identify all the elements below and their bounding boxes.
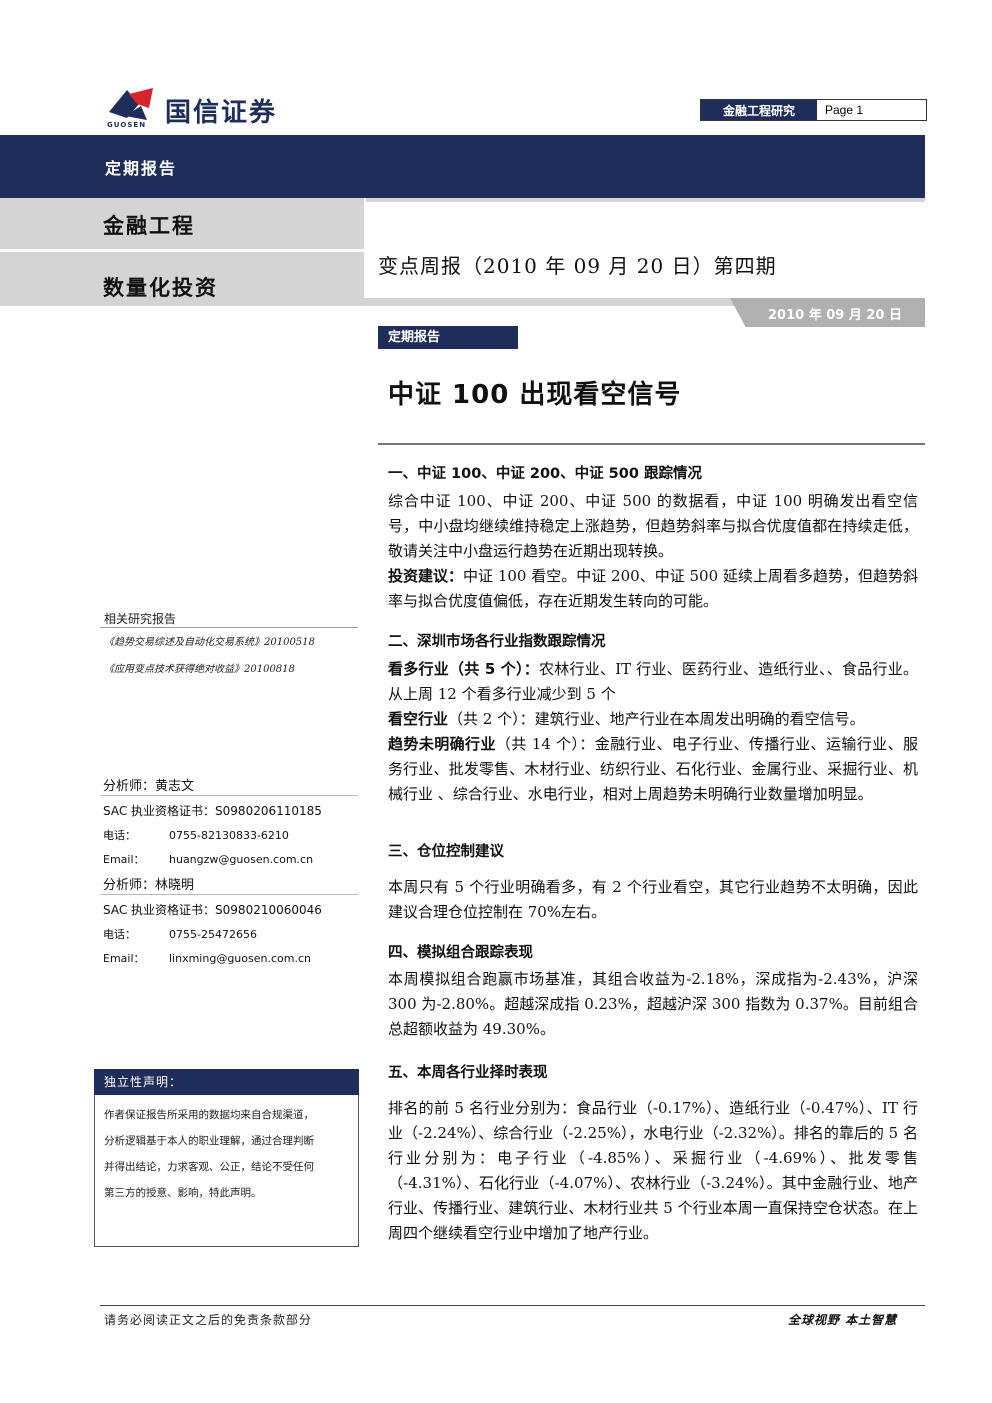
phone-label: 电话：	[103, 829, 136, 842]
bear-count: （共 2 个）：	[448, 710, 535, 728]
analyst-2-phone-row: 电话： 0755-25472656	[103, 926, 257, 942]
category-panel-primary	[0, 198, 364, 249]
phone-number: 0755-25472656	[169, 928, 257, 941]
report-date: 2010 年 09 月 20 日	[768, 308, 902, 323]
bull-text: 农林行业、IT 行业、医药行业、造纸行业、、食品行业。从上周 12 个看多行业减…	[388, 660, 918, 703]
related-reports-divider	[100, 627, 358, 628]
date-band	[0, 298, 925, 306]
declaration-body: 作者保证报告所采用的数据均来自合规渠道， 分析逻辑基于本人的职业理解，通过合理判…	[104, 1102, 354, 1206]
analyst-1-sac-row: SAC 执业资格证书：S0980206110185	[103, 802, 322, 819]
email-link[interactable]: huangzw@guosen.com.cn	[169, 853, 314, 866]
advice-text: 中证 100 看空。中证 200、中证 500 延续上周看多趋势，但趋势斜率与拟…	[388, 567, 918, 610]
section-2-bear: 看空行业（共 2 个）：建筑行业、地产行业在本周发出明确的看空信号。	[388, 707, 918, 732]
analyst-role: 分析师：	[103, 878, 156, 893]
footer-disclaimer: 请务必阅读正文之后的免责条款部分	[104, 1313, 313, 1327]
analyst-1-phone-row: 电话： 0755-82130833-6210	[103, 827, 289, 843]
bull-count: （共 5 个）：	[448, 660, 540, 678]
advice-label: 投资建议：	[388, 567, 464, 585]
section-2-unclear: 趋势未明确行业（共 14 个）：金融行业、电子行业、传播行业、运输行业、服务行业…	[388, 732, 918, 807]
unclear-count: （共 14 个）：	[495, 735, 595, 753]
sac-number: S0980210060046	[215, 903, 322, 917]
footer-divider	[100, 1305, 925, 1306]
date-tab	[730, 298, 925, 327]
header-box: 金融工程研究 Page 1	[700, 99, 927, 121]
declaration-title: 独立性声明：	[94, 1069, 359, 1095]
email-label: Email：	[103, 853, 145, 866]
email-label: Email：	[103, 952, 145, 965]
category-primary: 金融工程	[103, 214, 195, 238]
report-type-banner	[0, 135, 925, 198]
analyst-divider	[100, 795, 358, 796]
analyst-2-name-row: 分析师：林晓明	[103, 874, 194, 893]
panel-divider	[0, 250, 364, 252]
sac-label: SAC 执业资格证书：	[103, 903, 216, 917]
bear-text: 建筑行业、地产行业在本周发出明确的看空信号。	[534, 710, 865, 728]
phone-label: 电话：	[103, 928, 136, 941]
related-report-item: 《趋势交易综述及自动化交易系统》20100518	[104, 637, 315, 648]
department-label: 金融工程研究	[701, 100, 817, 120]
analyst-2-sac-row: SAC 执业资格证书：S0980210060046	[103, 901, 322, 918]
email-link[interactable]: linxming@guosen.com.cn	[169, 952, 311, 965]
unclear-text: 金融行业、电子行业、传播行业、运输行业、服务行业、批发零售、木材行业、纺织行业、…	[388, 735, 918, 803]
banner-label: 定期报告	[105, 159, 178, 178]
sac-number: S0980206110185	[215, 804, 322, 818]
analyst-1-name-row: 分析师：黄志文	[103, 775, 194, 794]
category-panel-secondary	[0, 252, 364, 298]
section-2-title: 二、深圳市场各行业指数跟踪情况	[388, 634, 606, 650]
section-5-title: 五、本周各行业择时表现	[388, 1065, 548, 1081]
declaration-line: 分析逻辑基于本人的职业理解，通过合理判断	[104, 1135, 314, 1147]
bull-label: 看多行业	[388, 660, 449, 678]
analyst-name: 林晓明	[155, 878, 195, 893]
section-1-title: 一、中证 100、中证 200、中证 500 跟踪情况	[388, 466, 702, 482]
phone-number: 0755-82130833-6210	[169, 829, 289, 842]
analyst-2-email-row: Email： linxming@guosen.com.cn	[103, 950, 311, 966]
analyst-role: 分析师：	[103, 779, 156, 794]
section-tag: 定期报告	[378, 326, 518, 349]
section-3-title: 三、仓位控制建议	[388, 844, 504, 860]
section-4-title: 四、模拟组合跟踪表现	[388, 945, 533, 961]
section-2-bull: 看多行业（共 5 个）：农林行业、IT 行业、医药行业、造纸行业、、食品行业。从…	[388, 657, 918, 707]
bear-label: 看空行业	[388, 710, 449, 728]
declaration-line: 并得出结论，力求客观、公正，结论不受任何	[104, 1161, 314, 1173]
sac-label: SAC 执业资格证书：	[103, 804, 216, 818]
logo-sub: GUOSEN	[107, 121, 147, 129]
analyst-divider	[100, 894, 358, 895]
section-1-paragraph: 综合中证 100、中证 200、中证 500 的数据看，中证 100 明确发出看…	[388, 492, 918, 560]
related-report-item: 《应用变点技术获得绝对收益》20100818	[104, 664, 295, 675]
related-reports-title: 相关研究报告	[104, 612, 177, 626]
guosen-logo-icon	[109, 88, 153, 120]
page-number: Page 1	[817, 100, 926, 120]
declaration-line: 第三方的授意、影响，特此声明。	[104, 1187, 262, 1199]
panel-top-strip	[366, 198, 925, 202]
analyst-name: 黄志文	[155, 779, 195, 794]
report-title: 变点周报（2010 年 09 月 20 日）第四期	[378, 254, 777, 278]
section-4-paragraph: 本周模拟组合跑赢市场基准，其组合收益为-2.18%，深成指为-2.43%，沪深 …	[388, 970, 918, 1038]
category-secondary: 数量化投资	[103, 276, 218, 300]
section-5-paragraph: 排名的前 5 名行业分别为：食品行业（-0.17%）、造纸行业（-0.47%）、…	[388, 1099, 918, 1242]
section-3-paragraph: 本周只有 5 个行业明确看多，有 2 个行业看空，其它行业趋势不太明确，因此建议…	[388, 878, 918, 921]
declaration-line: 作者保证报告所采用的数据均来自合规渠道，	[104, 1109, 314, 1121]
main-headline: 中证 100 出现看空信号	[388, 380, 682, 410]
logo-name: 国信证券	[165, 98, 278, 128]
analyst-1-email-row: Email： huangzw@guosen.com.cn	[103, 851, 313, 867]
unclear-label: 趋势未明确行业	[388, 735, 496, 753]
footer-slogan: 全球视野 本土智慧	[788, 1313, 898, 1327]
headline-divider	[378, 443, 925, 445]
section-1-advice: 投资建议：中证 100 看空。中证 200、中证 500 延续上周看多趋势，但趋…	[388, 564, 918, 614]
